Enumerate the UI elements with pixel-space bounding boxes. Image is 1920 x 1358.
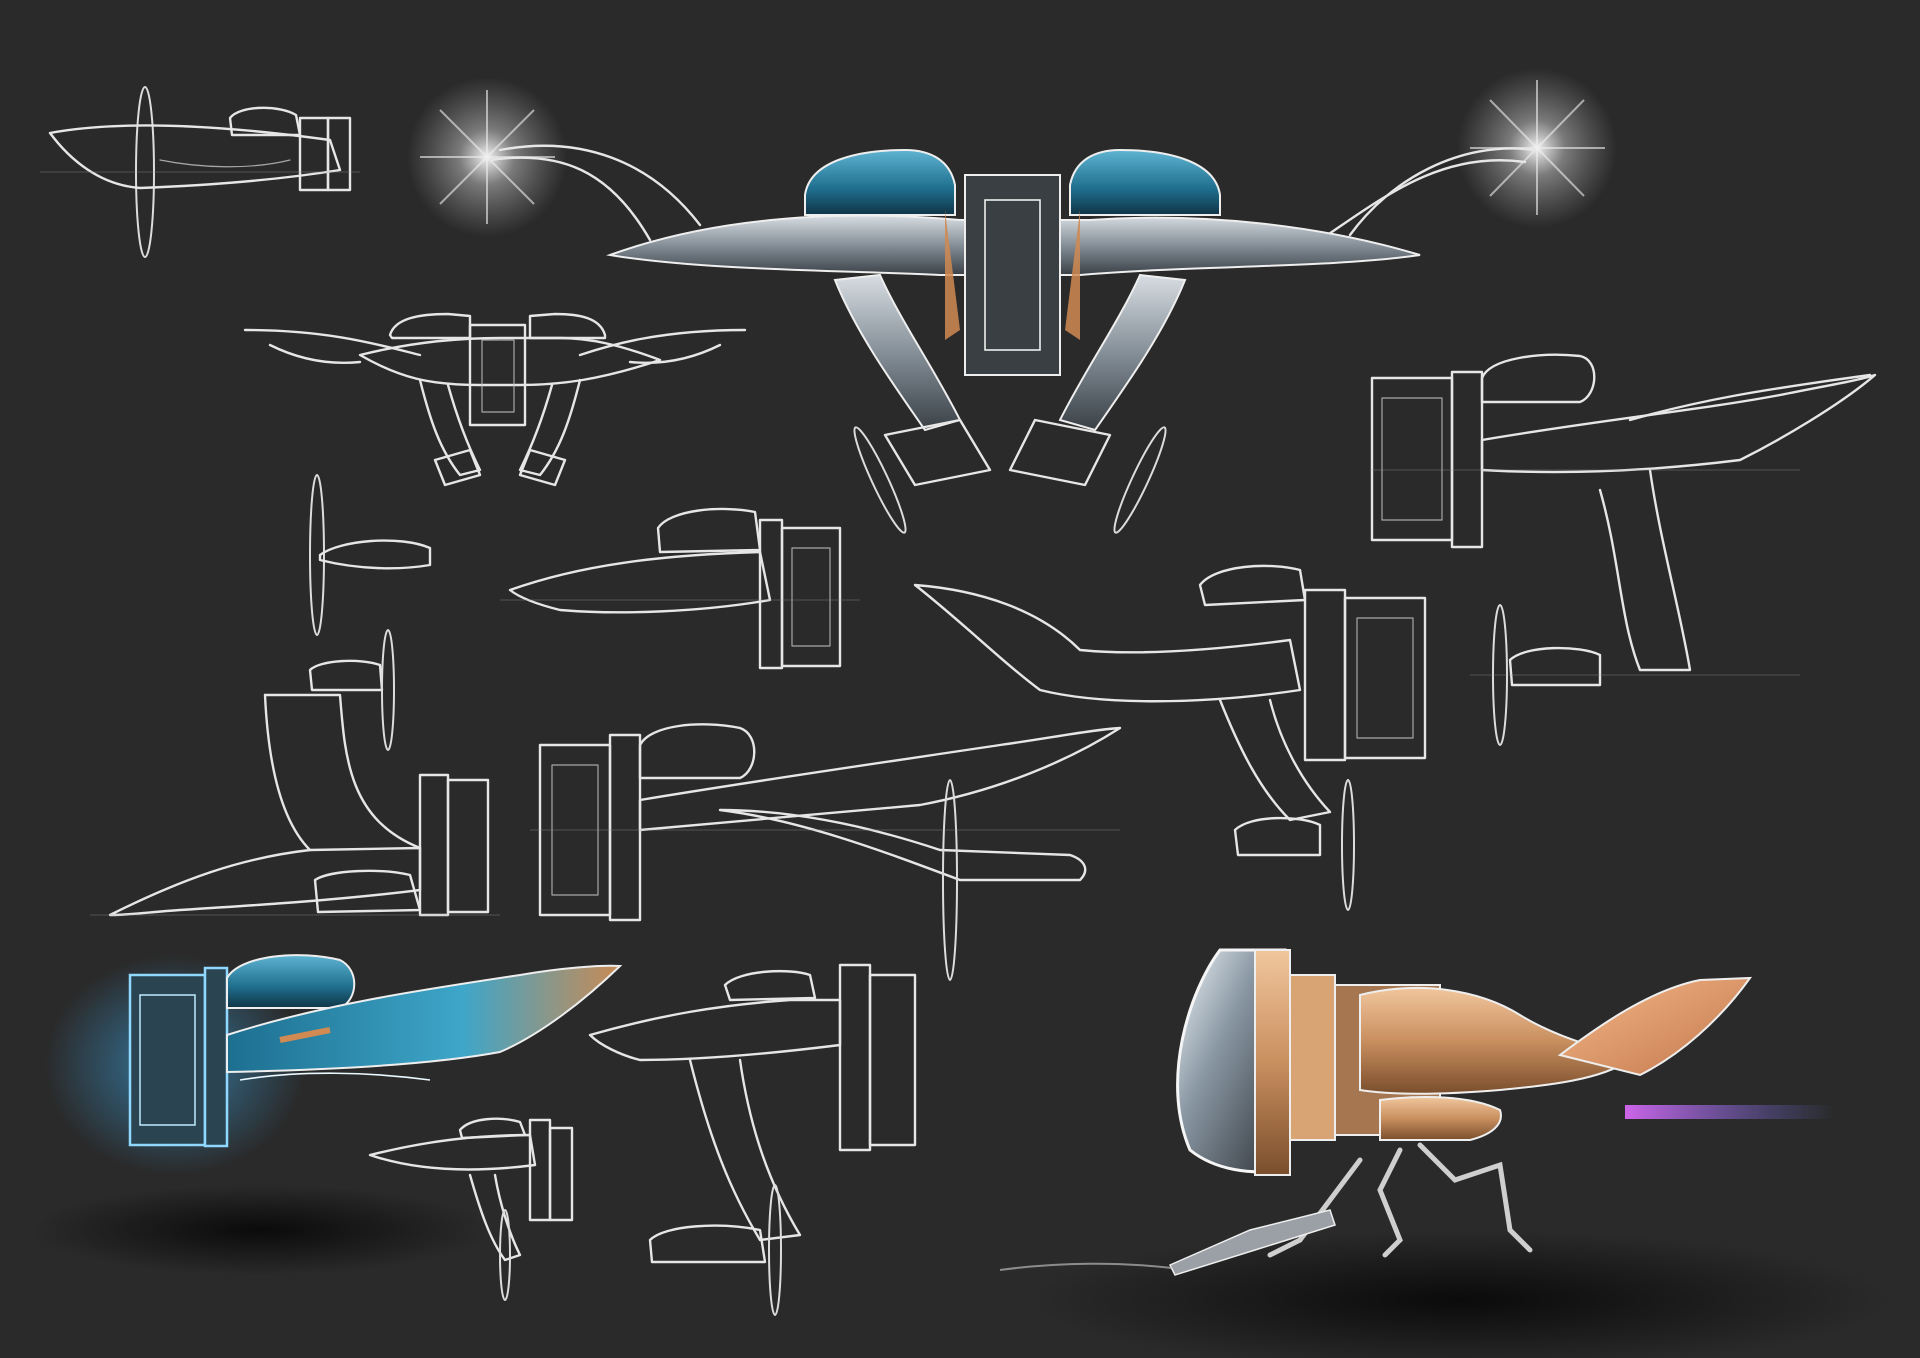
drone-small-bottom xyxy=(368,1117,574,1301)
drone-front-view-outline xyxy=(243,312,747,487)
walker-rendered-copper xyxy=(999,948,1890,1358)
drone-top-small-side-view xyxy=(40,86,360,258)
drone-front-view-rendered xyxy=(407,68,1617,534)
drone-rear-three-quarter xyxy=(913,564,1427,911)
drone-side-view-left xyxy=(90,629,500,917)
drone-blue-rendered-side xyxy=(30,954,623,1275)
drone-side-view-bottom-center xyxy=(588,963,917,1316)
drone-side-view-middle xyxy=(309,474,860,670)
drone-side-view-large-right xyxy=(1370,353,1877,746)
drone-side-view-center-long xyxy=(530,723,1122,981)
